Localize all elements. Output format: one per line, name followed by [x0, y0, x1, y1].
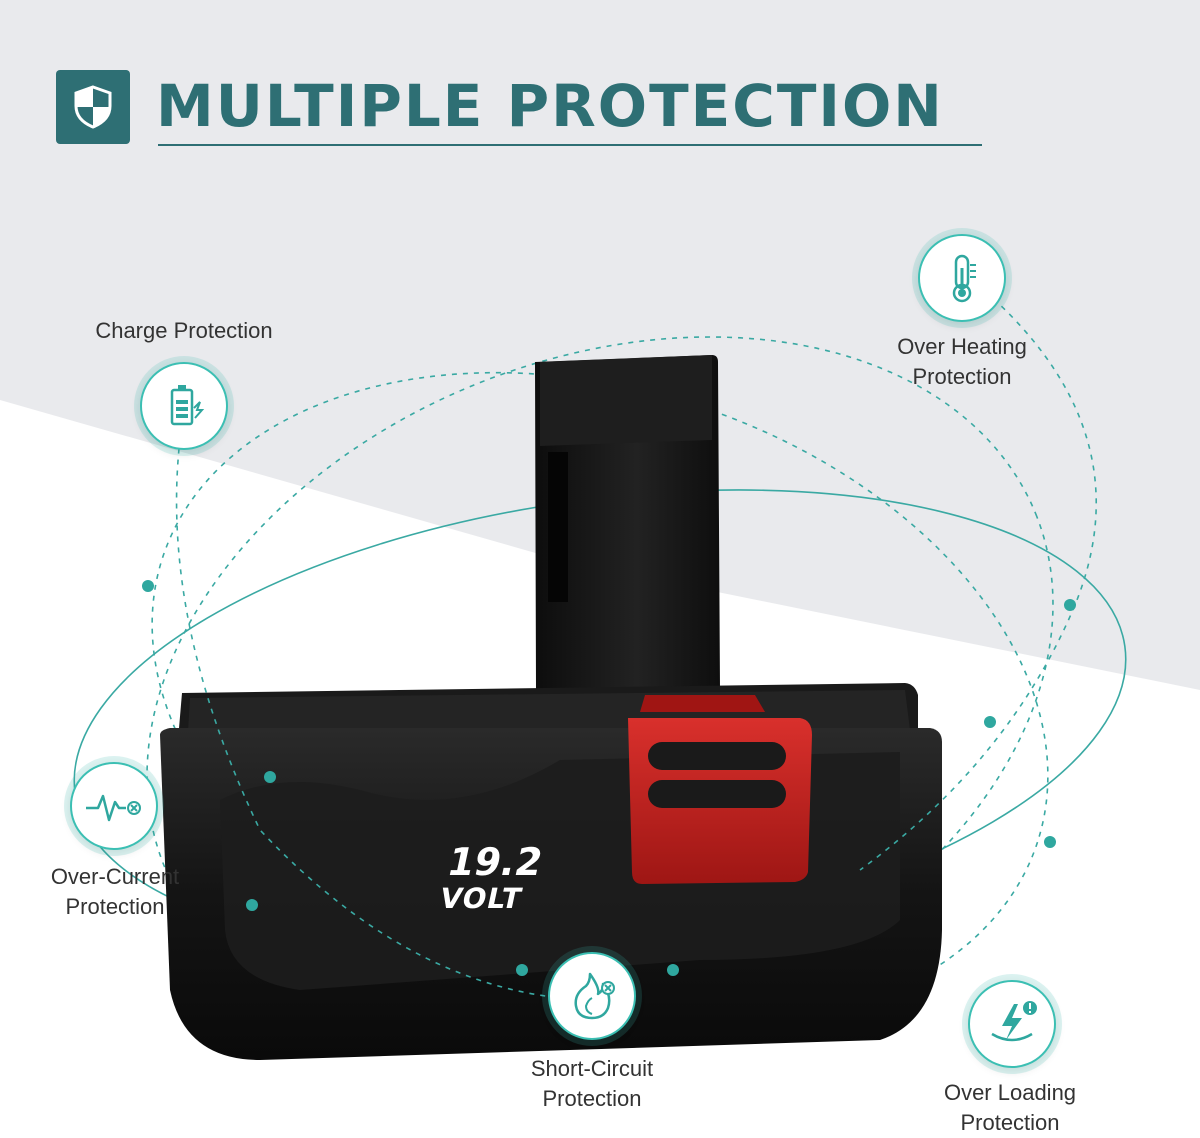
feature-label-overloading: Over Loading Protection [943, 1080, 1077, 1135]
battery-charge-icon [140, 362, 228, 450]
feature-label-shortcircuit: Short-Circuit Protection [530, 1056, 654, 1111]
battery-latch [628, 695, 812, 884]
page-title: MULTIPLE PROTECTION [156, 72, 944, 140]
orbit-nodes [142, 580, 1076, 976]
thermometer-icon [918, 234, 1006, 322]
flame-icon [548, 952, 636, 1040]
feature-label-overheating: Over Heating Protection [897, 334, 1027, 389]
feature-label-overcurrent: Over-Current Protection [50, 864, 180, 919]
overload-bolt-icon [968, 980, 1056, 1068]
battery-unit: VOLT [436, 882, 526, 915]
shield-icon [56, 70, 130, 144]
battery-voltage: 19.2 [443, 840, 547, 884]
current-wave-icon [70, 762, 158, 850]
battery-voltage-label: 19.2 VOLT [436, 840, 583, 915]
orbit-lines-front [175, 269, 1098, 1001]
header: MULTIPLE PROTECTION [56, 70, 986, 150]
battery-pack [160, 355, 942, 1060]
title-underline [158, 144, 982, 146]
feature-label-charge: Charge Protection [95, 318, 273, 343]
